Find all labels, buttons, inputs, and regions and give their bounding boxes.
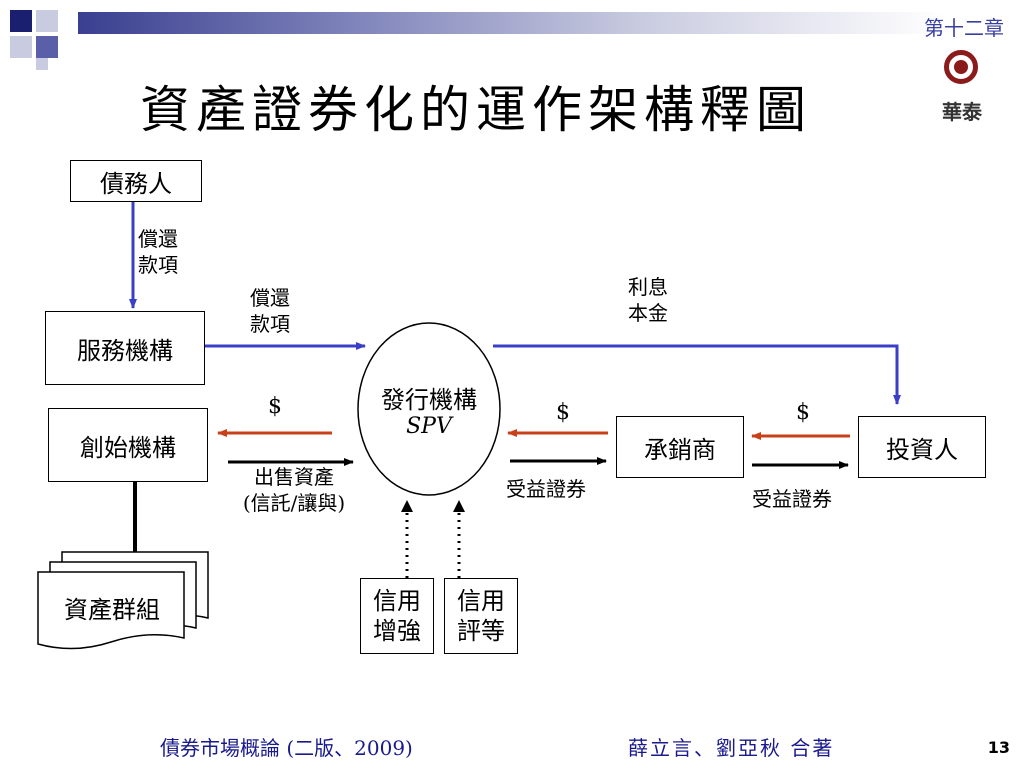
investor-box: 投資人	[858, 416, 986, 478]
debtor-box: 債務人	[70, 160, 202, 202]
beneficial-cert-label-1: 受益證券	[506, 477, 586, 501]
chapter-label: 第十二章	[924, 16, 1004, 40]
spv-label: 發行機構	[381, 386, 477, 414]
arrow-spv-to-investor	[493, 344, 901, 405]
page-number: 13	[987, 738, 1010, 757]
sell-assets-label: 出售資產 (信託/讓與)	[242, 465, 346, 515]
footer-book-title: 債券市場概論 (二版、2009)	[160, 736, 413, 760]
spv-abbrev: SPV	[406, 414, 452, 439]
footer-authors: 薛立言、劉亞秋 合著	[628, 736, 835, 760]
repay-label-left: 償還 款項	[138, 227, 178, 277]
corner-square-3	[10, 36, 32, 58]
slide-title: 資產證券化的運作架構釋圖	[140, 81, 812, 139]
dollar-label-2: $	[556, 400, 570, 425]
publisher-logo: 華泰	[930, 50, 994, 130]
credit-enhancement-box: 信用 增強	[360, 578, 434, 654]
servicer-box: 服務機構	[45, 311, 205, 385]
underwriter-box: 承銷商	[616, 416, 744, 478]
corner-square-2	[36, 10, 58, 32]
repay-label-mid: 償還 款項	[250, 286, 290, 336]
asset-pool-stack	[37, 551, 209, 650]
beneficial-cert-label-2: 受益證券	[752, 487, 832, 511]
originator-box: 創始機構	[48, 408, 208, 482]
asset-pool-label: 資產群組	[64, 596, 160, 624]
interest-principal-label: 利息 本金	[628, 275, 668, 325]
credit-rating-box: 信用 評等	[444, 578, 518, 654]
dollar-label-3: $	[796, 400, 810, 425]
logo-text: 華泰	[942, 100, 982, 124]
header-gradient-bar	[78, 12, 944, 34]
spv-ellipse	[357, 322, 501, 496]
logo-dot-icon	[954, 60, 968, 74]
corner-square-1	[10, 10, 32, 32]
logo-ring-icon	[944, 50, 978, 84]
corner-square-5	[36, 58, 48, 70]
corner-square-4	[36, 36, 58, 58]
dollar-label-1: $	[268, 394, 282, 419]
